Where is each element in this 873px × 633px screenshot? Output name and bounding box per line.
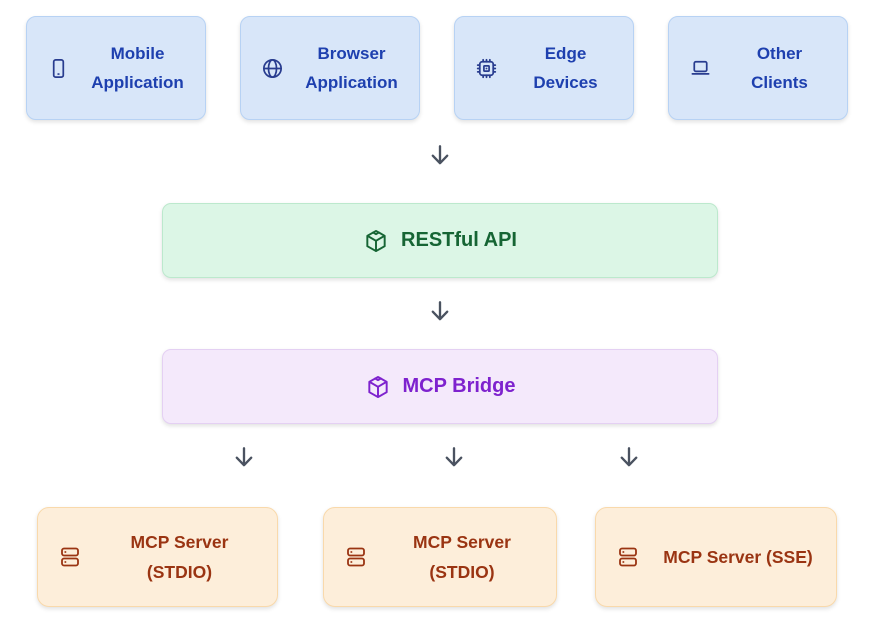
node-label: Other Clients	[712, 39, 847, 97]
label-line: MCP Server	[130, 532, 229, 552]
node-mcp-bridge: MCP Bridge	[162, 349, 718, 424]
server-icon	[616, 545, 640, 569]
label-line: Application	[91, 73, 184, 92]
node-label: RESTful API	[401, 229, 517, 251]
node-label: MCP Bridge	[402, 375, 516, 397]
label-line: (STDIO)	[146, 562, 213, 582]
arrow-down-icon	[230, 443, 258, 471]
arrow-down-icon	[440, 443, 468, 471]
cube-icon	[363, 228, 389, 254]
cpu-icon	[475, 57, 498, 80]
label-line: Edge	[544, 44, 587, 63]
arrow-down-icon	[426, 297, 454, 325]
node-restful-api: RESTful API	[162, 203, 718, 278]
node-label: MCP Server (STDIO)	[82, 527, 277, 587]
label-line: Application	[305, 73, 398, 92]
node-other-clients: Other Clients	[668, 16, 848, 120]
node-browser-application: Browser Application	[240, 16, 420, 120]
server-icon	[58, 545, 82, 569]
arrow-down-icon	[615, 443, 643, 471]
label-line: Clients	[751, 73, 808, 92]
label-line: Other	[756, 44, 803, 63]
label-line: Browser	[317, 44, 386, 63]
cube-icon	[365, 374, 391, 400]
label-line: Mobile	[110, 44, 165, 63]
laptop-icon	[689, 57, 712, 80]
node-label: Browser Application	[284, 39, 419, 97]
node-label: Mobile Application	[70, 39, 205, 97]
globe-icon	[261, 57, 284, 80]
node-mobile-application: Mobile Application	[26, 16, 206, 120]
node-label: MCP Server (STDIO)	[368, 527, 556, 587]
arrow-down-icon	[426, 141, 454, 169]
label-line: MCP Server (SSE)	[663, 547, 813, 567]
label-line: (STDIO)	[429, 562, 495, 582]
node-mcp-server-stdio-2: MCP Server (STDIO)	[323, 507, 557, 607]
node-label: MCP Server (SSE)	[640, 542, 836, 572]
node-label: Edge Devices	[498, 39, 633, 97]
node-mcp-server-sse: MCP Server (SSE)	[595, 507, 837, 607]
node-edge-devices: Edge Devices	[454, 16, 634, 120]
server-icon	[344, 545, 368, 569]
label-line: Devices	[533, 73, 598, 92]
smartphone-icon	[47, 57, 70, 80]
node-mcp-server-stdio-1: MCP Server (STDIO)	[37, 507, 278, 607]
label-line: MCP Server	[413, 532, 511, 552]
